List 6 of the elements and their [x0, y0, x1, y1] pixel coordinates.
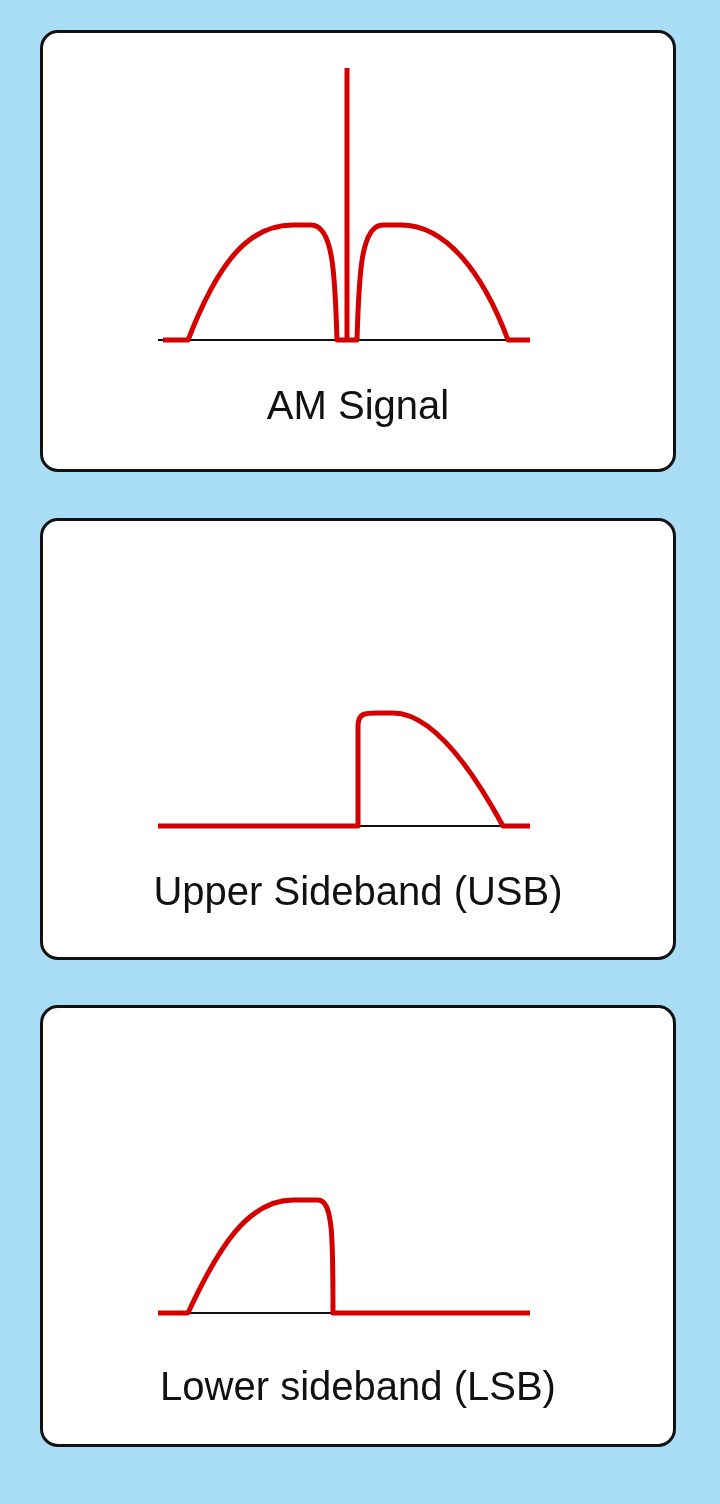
panel-caption: Lower sideband (LSB) [160, 1364, 556, 1409]
panel-box [40, 30, 676, 472]
panel-box [40, 518, 676, 960]
panel-caption: Upper Sideband (USB) [153, 869, 563, 914]
panel-box [40, 1005, 676, 1447]
panel-caption: AM Signal [266, 383, 450, 428]
